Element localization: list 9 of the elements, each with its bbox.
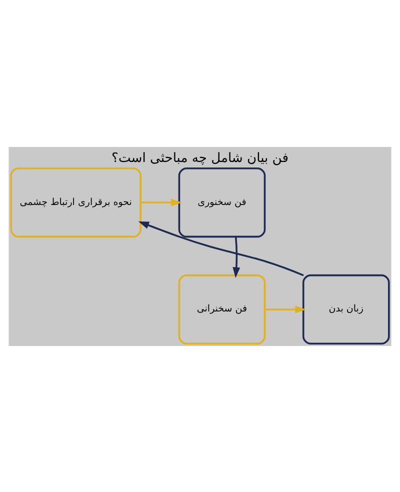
node-box: فن سخنرانی — [178, 274, 266, 344]
node-box: نحوه برقراری ارتباط چشمی — [10, 167, 142, 238]
node-box: زبان بدن — [302, 274, 390, 344]
node-box: فن سخنوری — [178, 167, 266, 238]
arrow — [232, 236, 240, 278]
arrow — [264, 305, 306, 313]
arrow — [140, 198, 182, 206]
diagram-title: فن بیان شامل چه مباحثی است؟ — [112, 150, 288, 166]
arrow — [138, 220, 304, 276]
